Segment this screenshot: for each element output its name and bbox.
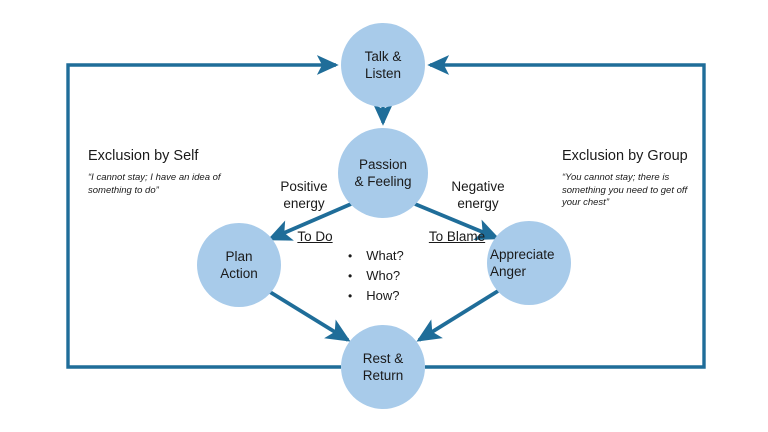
feedback-loop-left	[66, 55, 341, 369]
question-label: What?	[366, 248, 404, 263]
list-item: • How?	[348, 286, 404, 306]
edge-plan-to-rest	[269, 290, 351, 342]
edge-anger-to-rest	[416, 289, 500, 342]
node-passion-feeling	[338, 128, 428, 218]
list-item: • Who?	[348, 266, 404, 286]
node-appreciate-anger	[487, 221, 571, 305]
bullet-icon: •	[348, 249, 353, 263]
annotation-title-exclusion-by-self: Exclusion by Self	[88, 148, 199, 164]
annotation-title-exclusion-by-group: Exclusion by Group	[562, 148, 688, 164]
edge-label-to-blame: To Blame	[428, 229, 486, 244]
node-rest-return	[341, 325, 425, 409]
bullet-icon: •	[348, 289, 353, 303]
bullet-icon: •	[348, 269, 353, 283]
edge-label-negative-energy: Negative energy	[451, 179, 505, 211]
list-item: • What?	[348, 246, 404, 266]
edge-passion-to-plan	[267, 202, 352, 241]
feedback-loop-right	[425, 55, 706, 369]
annotation-quote-exclusion-by-group: “You cannot stay; there is something you…	[562, 172, 688, 208]
question-label: How?	[366, 288, 400, 303]
annotation-quote-exclusion-by-self: “I cannot stay; I have an idea of someth…	[88, 172, 221, 196]
node-talk-listen	[341, 23, 425, 107]
edge-label-to-do: To Do	[297, 229, 333, 244]
edge-passion-to-anger	[414, 202, 500, 241]
node-plan-action	[197, 223, 281, 307]
edge-label-positive-energy: Positive energy	[280, 179, 328, 211]
question-list: • What? • Who? • How?	[348, 246, 404, 306]
question-label: Who?	[366, 268, 401, 283]
